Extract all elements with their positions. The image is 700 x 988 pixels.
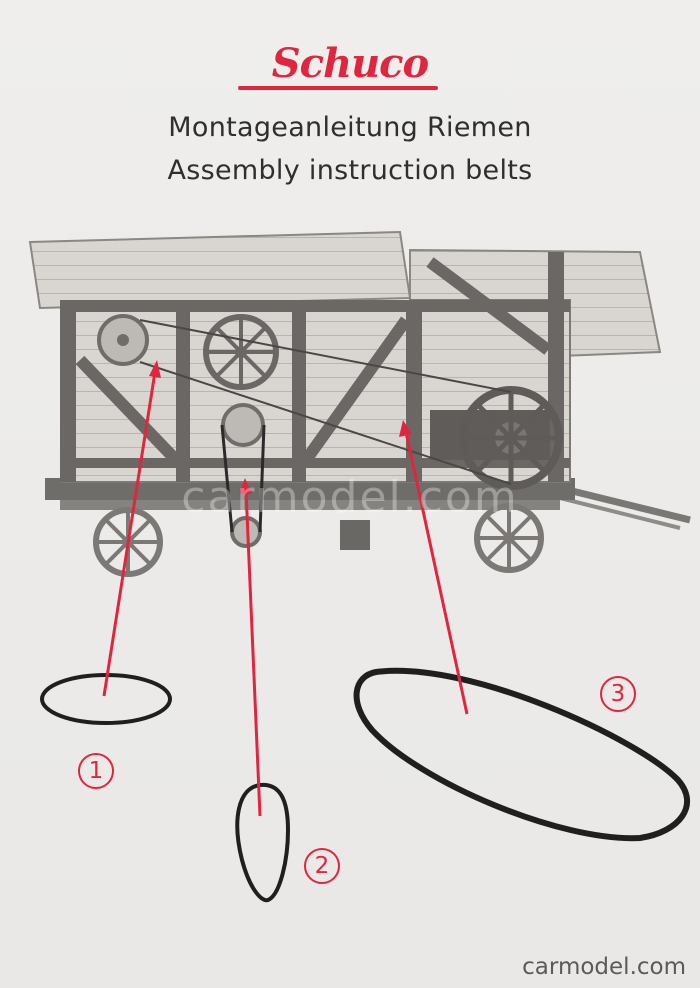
pulley-1 <box>99 316 147 364</box>
belt-3 <box>357 671 688 838</box>
belt-2 <box>237 785 288 900</box>
watermark: carmodel.com <box>0 472 700 523</box>
belt-number-2: 2 <box>304 848 340 884</box>
belt-number-3: 3 <box>600 676 636 712</box>
flywheel-upper <box>206 317 276 387</box>
footer-credit: carmodel.com <box>522 954 686 980</box>
belt-number-1: 1 <box>78 753 114 789</box>
